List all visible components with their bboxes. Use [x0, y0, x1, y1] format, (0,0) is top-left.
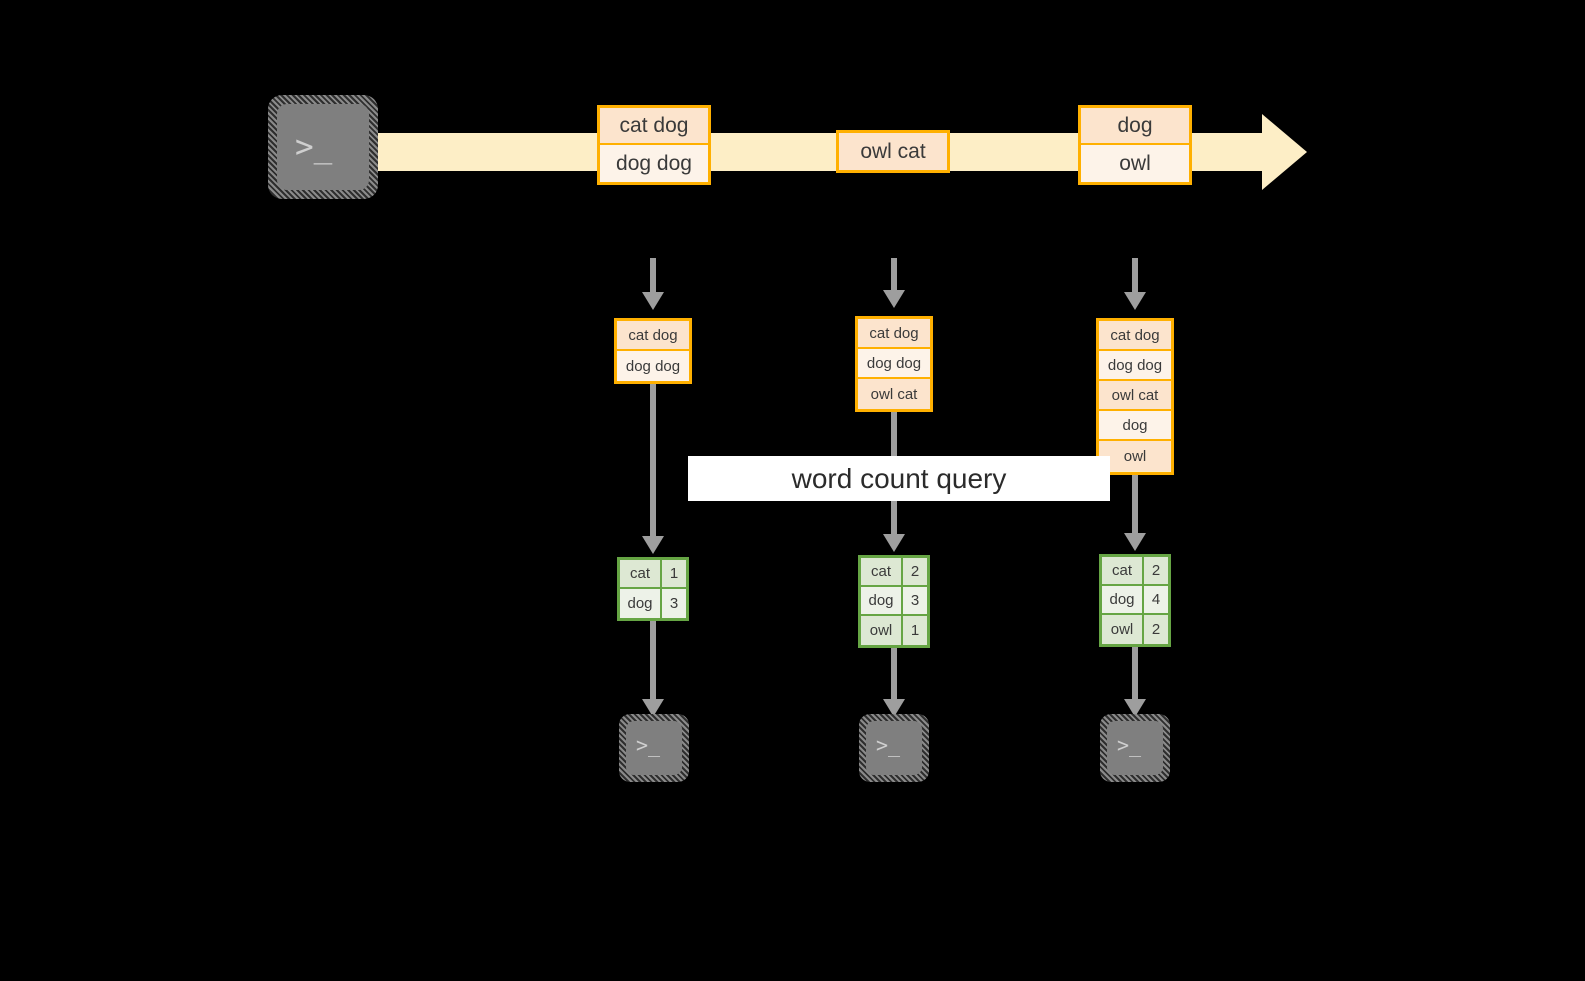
table-row: cat 1	[620, 560, 686, 589]
word-count-query-label-text: word count query	[791, 462, 1007, 494]
table-cell-count: 3	[903, 587, 927, 614]
terminal-prompt-label: >_	[636, 733, 661, 757]
table-row: dog 3	[620, 589, 686, 618]
snapshot-record: dog	[1099, 411, 1171, 441]
stream-record: cat dog	[600, 108, 708, 145]
consumer-arrow-shaft-1	[650, 621, 656, 699]
table-row: dog 3	[861, 587, 927, 616]
stream-group-1[interactable]: cat dog dog dog	[597, 105, 711, 185]
consumer-arrowhead-icon-2	[883, 699, 905, 717]
stream-group-3[interactable]: dog owl	[1078, 105, 1192, 185]
snapshot-record: owl cat	[858, 379, 930, 409]
table-cell-word: dog	[861, 587, 903, 614]
consumer-arrow-shaft-2	[891, 648, 897, 699]
stream-record: owl cat	[839, 133, 947, 170]
table-row: owl 1	[861, 616, 927, 645]
stream-record: owl	[1081, 145, 1189, 182]
consumer-terminal-icon-2[interactable]: >_	[859, 714, 929, 782]
query-arrow-shaft-1	[650, 384, 656, 536]
word-count-query-label: word count query	[688, 456, 1110, 501]
snapshot-tap-arrow-shaft	[650, 258, 656, 292]
consumer-arrowhead-icon-3	[1124, 699, 1146, 717]
stream-band-segment-2	[710, 133, 836, 171]
query-arrowhead-icon-1	[642, 536, 664, 554]
snapshot-tap-arrow-shaft	[1132, 258, 1138, 292]
table-cell-word: owl	[861, 616, 903, 645]
table-row: cat 2	[861, 558, 927, 587]
table-cell-count: 1	[662, 560, 686, 587]
stream-record: dog dog	[600, 145, 708, 182]
snapshot-record: cat dog	[858, 319, 930, 349]
terminal-screen: >_	[866, 721, 922, 775]
table-cell-count: 1	[903, 616, 927, 645]
snapshot-3-records[interactable]: cat dog dog dog owl cat dog owl	[1096, 318, 1174, 475]
consumer-terminal-icon-3[interactable]: >_	[1100, 714, 1170, 782]
terminal-screen: >_	[277, 104, 369, 190]
table-cell-count: 2	[903, 558, 927, 585]
query-arrowhead-icon-3	[1124, 533, 1146, 551]
table-cell-word: cat	[1102, 557, 1144, 584]
result-table-3[interactable]: cat 2 dog 4 owl 2	[1099, 554, 1171, 647]
snapshot-tap-arrowhead-icon	[642, 292, 664, 310]
table-cell-word: dog	[1102, 586, 1144, 613]
stream-arrowhead-icon	[1262, 114, 1307, 190]
table-cell-count: 2	[1144, 557, 1168, 584]
table-cell-count: 4	[1144, 586, 1168, 613]
snapshot-record: dog dog	[617, 351, 689, 381]
snapshot-record: owl cat	[1099, 381, 1171, 411]
table-cell-word: cat	[620, 560, 662, 587]
consumer-terminal-icon-1[interactable]: >_	[619, 714, 689, 782]
snapshot-tap-arrow-shaft	[891, 258, 897, 290]
snapshot-record: dog dog	[858, 349, 930, 379]
snapshot-1-records[interactable]: cat dog dog dog	[614, 318, 692, 384]
snapshot-tap-arrowhead-icon	[883, 290, 905, 308]
stream-band-segment-1	[368, 133, 600, 171]
stream-group-2[interactable]: owl cat	[836, 130, 950, 173]
terminal-prompt-label: >_	[1117, 733, 1142, 757]
snapshot-record: cat dog	[1099, 321, 1171, 351]
result-table-1[interactable]: cat 1 dog 3	[617, 557, 689, 621]
stream-band-segment-4	[1192, 133, 1262, 171]
terminal-prompt-label: >_	[295, 129, 333, 165]
snapshot-2-records[interactable]: cat dog dog dog owl cat	[855, 316, 933, 412]
table-row: owl 2	[1102, 615, 1168, 644]
table-cell-word: dog	[620, 589, 662, 618]
table-cell-word: cat	[861, 558, 903, 585]
terminal-prompt-label: >_	[876, 733, 901, 757]
stream-band-segment-3	[950, 133, 1078, 171]
snapshot-record: cat dog	[617, 321, 689, 351]
terminal-screen: >_	[1107, 721, 1163, 775]
result-table-2[interactable]: cat 2 dog 3 owl 1	[858, 555, 930, 648]
table-cell-count: 2	[1144, 615, 1168, 644]
table-row: dog 4	[1102, 586, 1168, 615]
producer-terminal-icon[interactable]: >_	[268, 95, 378, 199]
snapshot-tap-arrowhead-icon	[1124, 292, 1146, 310]
consumer-arrow-shaft-3	[1132, 647, 1138, 699]
table-cell-count: 3	[662, 589, 686, 618]
query-arrow-shaft-3	[1132, 475, 1138, 533]
table-row: cat 2	[1102, 557, 1168, 586]
stream-record: dog	[1081, 108, 1189, 145]
terminal-screen: >_	[626, 721, 682, 775]
consumer-arrowhead-icon-1	[642, 699, 664, 717]
table-cell-word: owl	[1102, 615, 1144, 644]
snapshot-record: dog dog	[1099, 351, 1171, 381]
snapshot-record: owl	[1099, 441, 1171, 471]
query-arrowhead-icon-2	[883, 534, 905, 552]
